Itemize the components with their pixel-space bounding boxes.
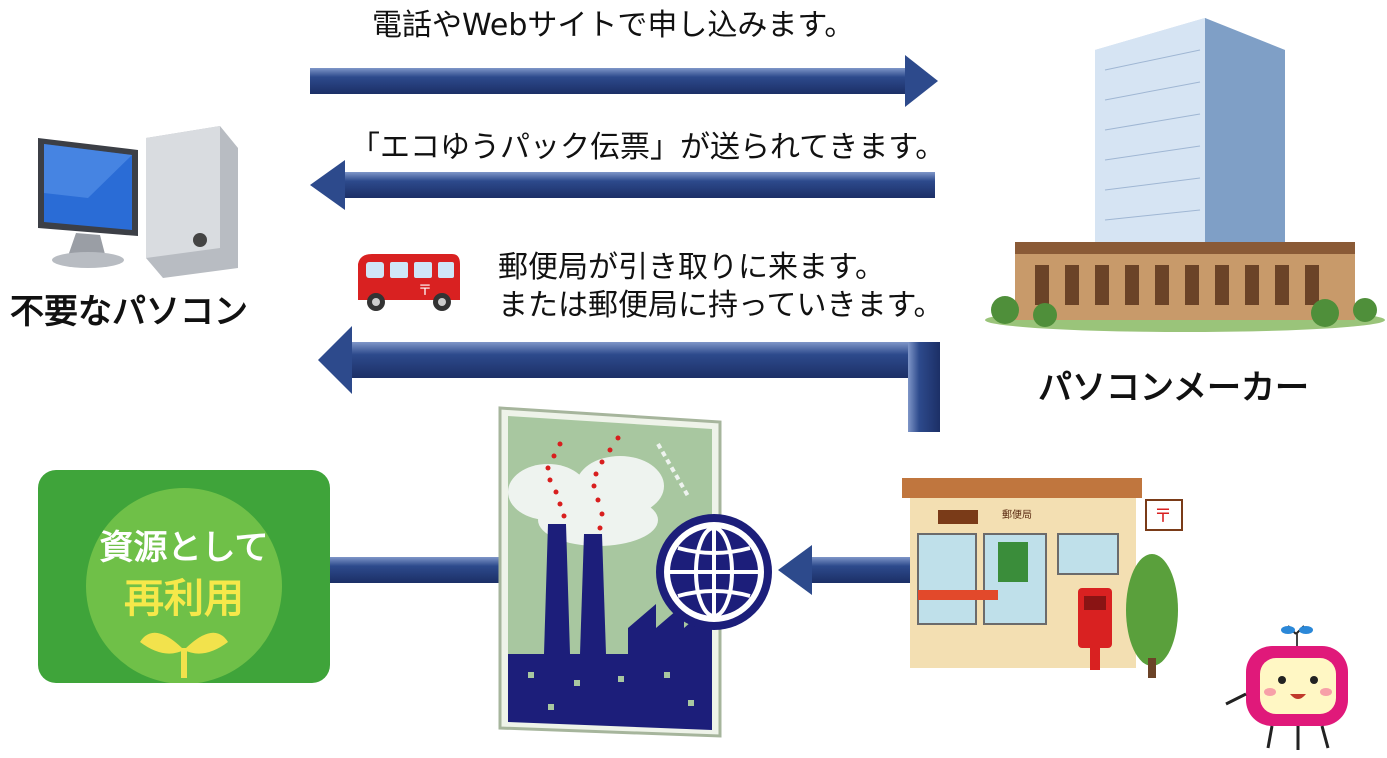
pc-label: 不要なパソコン [10, 292, 248, 332]
post-office-sign: 郵便局 [1002, 510, 1032, 521]
post-office: 〒 郵便局 [898, 470, 1184, 685]
factory-icon [498, 406, 722, 738]
step3-caption-line2: または郵便局に持っていきます。 [498, 288, 944, 323]
svg-text:〒: 〒 [418, 283, 432, 299]
step3-caption-line1: 郵便局が引き取りに来ます。 [498, 250, 885, 285]
arrow-to-factory [778, 545, 914, 595]
recycle-panel: 資源として 再利用 [38, 470, 330, 683]
maker-label: パソコンメーカー [1038, 368, 1309, 408]
step2-caption: 「エコゆうパック伝票」が送られてきます。 [350, 130, 946, 165]
svg-text:〒: 〒 [1154, 506, 1172, 527]
arrow-request [310, 55, 938, 107]
recycle-line2: 再利用 [124, 576, 244, 622]
arrow-pickup [318, 326, 940, 432]
recycle-line1: 資源として [99, 528, 269, 568]
mascot-icon [1225, 625, 1348, 750]
desktop-pc-icon [38, 126, 238, 278]
sprout-icon [140, 632, 228, 678]
building-icon [985, 18, 1385, 332]
arrow-slip-sent [310, 160, 935, 210]
step1-caption: 電話やWebサイトで申し込みます。 [372, 8, 855, 43]
globe-icon [656, 514, 772, 630]
mail-van-icon: 〒 [358, 254, 460, 311]
